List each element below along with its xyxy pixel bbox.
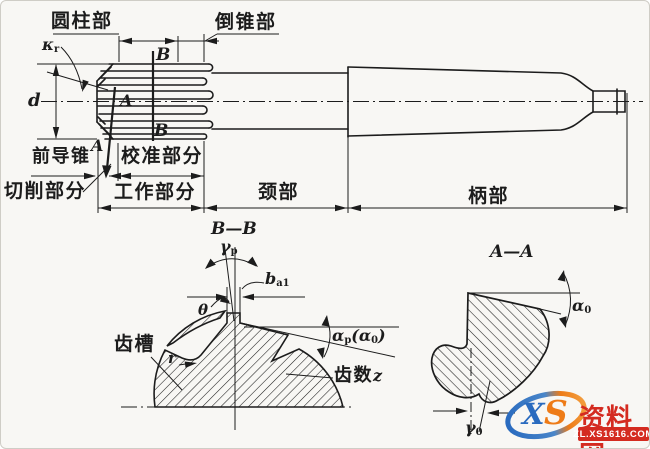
section-aa-body (430, 291, 550, 404)
teeth-count-text: 齿数 (334, 365, 373, 385)
gamma-p-base: γ (220, 237, 231, 256)
label-radius-r: r (168, 349, 176, 367)
label-alpha-o: α0 (572, 298, 591, 316)
label-teeth-count: 齿数z (334, 366, 382, 385)
label-calibration-part: 校准部分 (121, 146, 204, 167)
label-front-guide-taper: 前导锥 (32, 146, 91, 166)
label-kappa-r: κr (42, 37, 59, 55)
label-section-a-top: A (120, 91, 133, 110)
label-theta: θ (198, 301, 209, 319)
label-alpha-p: αp(α0) (332, 328, 386, 346)
watermark-logo-s: S (544, 393, 568, 432)
section-bb-body (153, 309, 345, 408)
label-section-a-bottom: A (91, 136, 104, 155)
aa-gamma-base: γ (465, 418, 476, 437)
top-dimension-arrows (52, 37, 626, 212)
label-gamma-p: γp (220, 239, 238, 257)
aa-alpha-sub: 0 (584, 304, 592, 316)
paren-open: ( (351, 326, 359, 345)
label-land-width: ba1 (265, 271, 290, 289)
section-aa-title: A—A (490, 242, 534, 262)
section-bb-arrows (184, 256, 330, 368)
label-flute: 齿槽 (114, 334, 156, 355)
aa-gamma-sub: 0 (475, 426, 483, 438)
land-sub: a1 (276, 277, 290, 289)
alpha-p-sub: p (344, 334, 352, 346)
alpha-o-base: α (358, 326, 372, 345)
label-cutting-part: 切削部分 (4, 181, 87, 202)
label-shank-part: 柄部 (468, 186, 510, 207)
aa-alpha-base: α (572, 296, 585, 315)
watermark-site-name: 资料网 (579, 403, 634, 448)
alpha-o-sub: 0 (371, 334, 379, 346)
teeth-count-var: z (373, 366, 383, 385)
label-cylindrical-part: 圆柱部 (51, 11, 113, 32)
kappa-sub: r (54, 43, 60, 55)
label-back-taper-part: 倒锥部 (215, 12, 277, 33)
label-section-b-bottom: B (154, 121, 169, 141)
alpha-p-base: α (332, 326, 345, 345)
label-diameter-d: d (28, 90, 41, 111)
label-section-b-top: B (156, 45, 171, 65)
watermark-logo-swoosh (505, 390, 587, 440)
paren-close: ) (378, 326, 386, 345)
label-working-part: 工作部分 (114, 182, 197, 203)
top-dimensions (31, 33, 628, 213)
label-neck-part: 颈部 (258, 182, 300, 203)
section-aa-arrows (456, 270, 567, 417)
section-line-a (102, 86, 117, 179)
section-bb-title: B—B (211, 219, 257, 239)
gamma-p-sub: p (230, 245, 238, 257)
watermark-site-url: ZL.XS1616.COM (573, 427, 650, 441)
land-base: b (265, 269, 277, 288)
kappa-base: κ (42, 35, 54, 54)
watermark-logo-x: X (522, 397, 545, 431)
label-gamma-o: γ0 (465, 420, 482, 438)
